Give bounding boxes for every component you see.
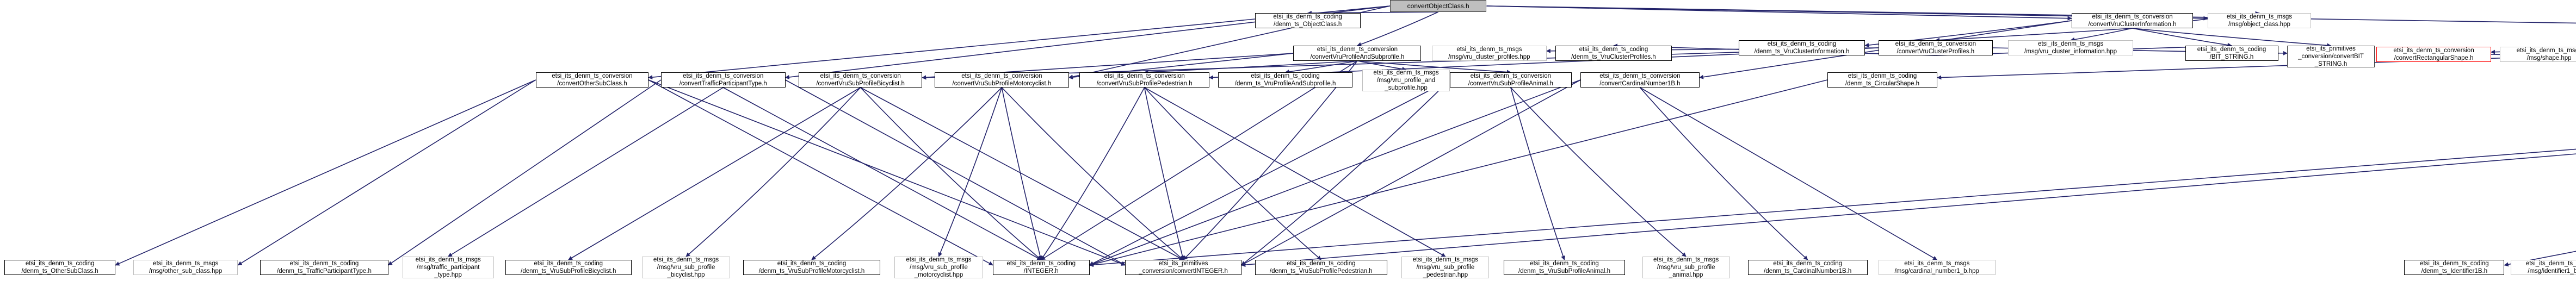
graph-edge — [648, 79, 993, 266]
graph-edge — [237, 79, 536, 266]
edge-paths — [115, 5, 2576, 267]
graph-node[interactable]: etsi_its_denm_ts_conversion /convertRect… — [2376, 47, 2491, 62]
graph-edge — [2132, 28, 2332, 48]
graph-edge — [1640, 87, 1937, 260]
graph-edge — [1510, 87, 1687, 257]
graph-node[interactable]: etsi_its_denm_ts_coding /denm_ts_Identif… — [2404, 260, 2505, 275]
graph-node[interactable]: etsi_its_denm_ts_coding /denm_ts_VruSubP… — [1503, 260, 1626, 275]
graph-node[interactable]: etsi_its_denm_ts_coding /denm_ts_Circula… — [1827, 72, 1938, 88]
graph-node[interactable]: etsi_its_denm_ts_conversion /convertVruS… — [935, 72, 1069, 88]
graph-edge — [648, 79, 1126, 266]
graph-edge — [1183, 60, 1358, 260]
graph-node[interactable]: etsi_its_denm_ts_msgs /msg/shape.hpp — [2500, 47, 2576, 62]
graph-node[interactable]: etsi_its_denm_ts_msgs /msg/vru_sub_profi… — [642, 257, 730, 278]
graph-edge — [685, 87, 861, 257]
graph-edge — [1241, 153, 2576, 267]
graph-edge — [1144, 60, 1357, 74]
graph-edge — [1935, 28, 2133, 42]
graph-edge — [568, 87, 861, 260]
graph-edge — [1089, 79, 1450, 266]
graph-node[interactable]: etsi_its_denm_ts_coding /denm_ts_OtherSu… — [4, 260, 116, 275]
graph-edge — [387, 79, 662, 266]
graph-edge — [2504, 251, 2576, 267]
graph-edge — [2132, 28, 2232, 47]
graph-node[interactable]: etsi_its_denm_ts_coding /denm_ts_ObjectC… — [1255, 13, 1361, 28]
graph-node[interactable]: etsi_its_denm_ts_coding /denm_ts_Cardina… — [1747, 260, 1868, 275]
graph-node[interactable]: etsi_its_denm_ts_conversion /convertTraf… — [660, 72, 786, 88]
graph-node[interactable]: etsi_its_denm_ts_conversion /convertOthe… — [535, 72, 648, 88]
graph-edge — [1284, 60, 1358, 74]
graph-edge — [1089, 79, 1828, 266]
graph-edge — [1041, 60, 1358, 260]
graph-edge — [1001, 87, 1184, 260]
graph-node[interactable]: etsi_its_denm_ts_conversion /convertVruP… — [1293, 46, 1422, 61]
graph-node[interactable]: etsi_its_denm_ts_coding /denm_ts_VruSubP… — [743, 260, 880, 275]
graph-node[interactable]: etsi_its_primitives _conversion/convertI… — [1125, 260, 1241, 275]
graph-node[interactable]: etsi_its_denm_ts_conversion /convertCard… — [1580, 72, 1700, 88]
graph-node[interactable]: etsi_its_denm_ts_conversion /convertVruS… — [799, 72, 923, 88]
graph-edge — [1089, 79, 1581, 266]
graph-edge — [1089, 148, 2576, 267]
graph-node[interactable]: etsi_its_denm_ts_coding /denm_ts_VruProf… — [1218, 72, 1352, 88]
graph-node[interactable]: etsi_its_denm_ts_coding /INTEGER.h — [992, 260, 1090, 275]
graph-node[interactable]: etsi_its_denm_ts_msgs /msg/vru_profile_a… — [1362, 70, 1450, 91]
graph-node[interactable]: etsi_its_denm_ts_coding /denm_ts_VruSubP… — [1255, 260, 1387, 275]
graph-node[interactable]: etsi_its_denm_ts_conversion /convertVruS… — [1450, 72, 1572, 88]
graph-node[interactable]: etsi_its_denm_ts_conversion /convertVruC… — [2071, 13, 2194, 28]
graph-node[interactable]: etsi_its_denm_ts_coding /denm_ts_Traffic… — [260, 260, 388, 275]
graph-edge — [938, 87, 1003, 257]
graph-node[interactable]: etsi_its_denm_ts_msgs /msg/object_class.… — [2207, 13, 2312, 28]
graph-node[interactable]: etsi_its_denm_ts_msgs /msg/vru_sub_profi… — [1401, 257, 1490, 278]
graph-edge — [1486, 5, 2072, 21]
graph-edge — [860, 87, 1042, 260]
graph-edge — [1001, 87, 1042, 260]
graph-edge — [1639, 87, 1808, 260]
graph-edge — [1144, 87, 1321, 260]
graph-edge — [448, 87, 724, 257]
graph-edge — [1144, 87, 1446, 257]
graph-node[interactable]: etsi_its_denm_ts_coding /denm_ts_VruClus… — [1555, 46, 1672, 61]
graph-node[interactable]: etsi_its_denm_ts_msgs /msg/traffic_parti… — [402, 257, 494, 278]
graph-node[interactable]: etsi_its_primitives _conversion/convertB… — [2287, 46, 2375, 67]
graph-edge — [1041, 87, 1145, 260]
graph-node[interactable]: etsi_its_denm_ts_msgs /msg/vru_sub_profi… — [894, 257, 983, 278]
graph-edge — [115, 79, 536, 266]
graph-node[interactable]: convertObjectClass.h — [1389, 0, 1487, 12]
graph-edge — [1241, 79, 1450, 266]
graph-node[interactable]: etsi_its_denm_ts_conversion /convertVruS… — [1079, 72, 1209, 88]
graph-node[interactable]: etsi_its_denm_ts_coding /denm_ts_VruSubP… — [505, 260, 632, 275]
graph-edge — [811, 87, 1002, 260]
graph-edge — [1144, 87, 1185, 260]
graph-node[interactable]: etsi_its_denm_ts_msgs /msg/other_sub_cla… — [133, 260, 238, 275]
graph-edge — [1510, 87, 1565, 260]
graph-edge — [785, 79, 1126, 266]
graph-node[interactable]: etsi_its_denm_ts_msgs /msg/identifier1_b… — [2510, 260, 2576, 275]
graph-node[interactable]: etsi_its_denm_ts_msgs /msg/vru_cluster_i… — [2007, 40, 2134, 55]
graph-node[interactable]: etsi_its_denm_ts_msgs /msg/cardinal_numb… — [1878, 260, 1996, 275]
graph-node[interactable]: etsi_its_denm_ts_msgs /msg/vru_sub_profi… — [1642, 257, 1730, 278]
graph-edge — [722, 87, 1042, 260]
graph-edge — [860, 87, 1184, 260]
graph-edge — [2070, 28, 2133, 42]
graph-edge — [1357, 60, 1407, 71]
graph-node[interactable]: etsi_its_denm_ts_coding /BIT_STRING.h — [2185, 46, 2278, 61]
graph-edge — [1486, 5, 2576, 24]
graph-edge — [1357, 11, 1439, 47]
graph-edge — [1241, 79, 1581, 266]
graph-node[interactable]: etsi_its_denm_ts_msgs /msg/vru_cluster_p… — [1432, 46, 1547, 61]
graph-node[interactable]: etsi_its_denm_ts_coding /denm_ts_VruClus… — [1739, 40, 1865, 55]
graph-node[interactable]: etsi_its_denm_ts_conversion /convertVruC… — [1878, 40, 1993, 55]
